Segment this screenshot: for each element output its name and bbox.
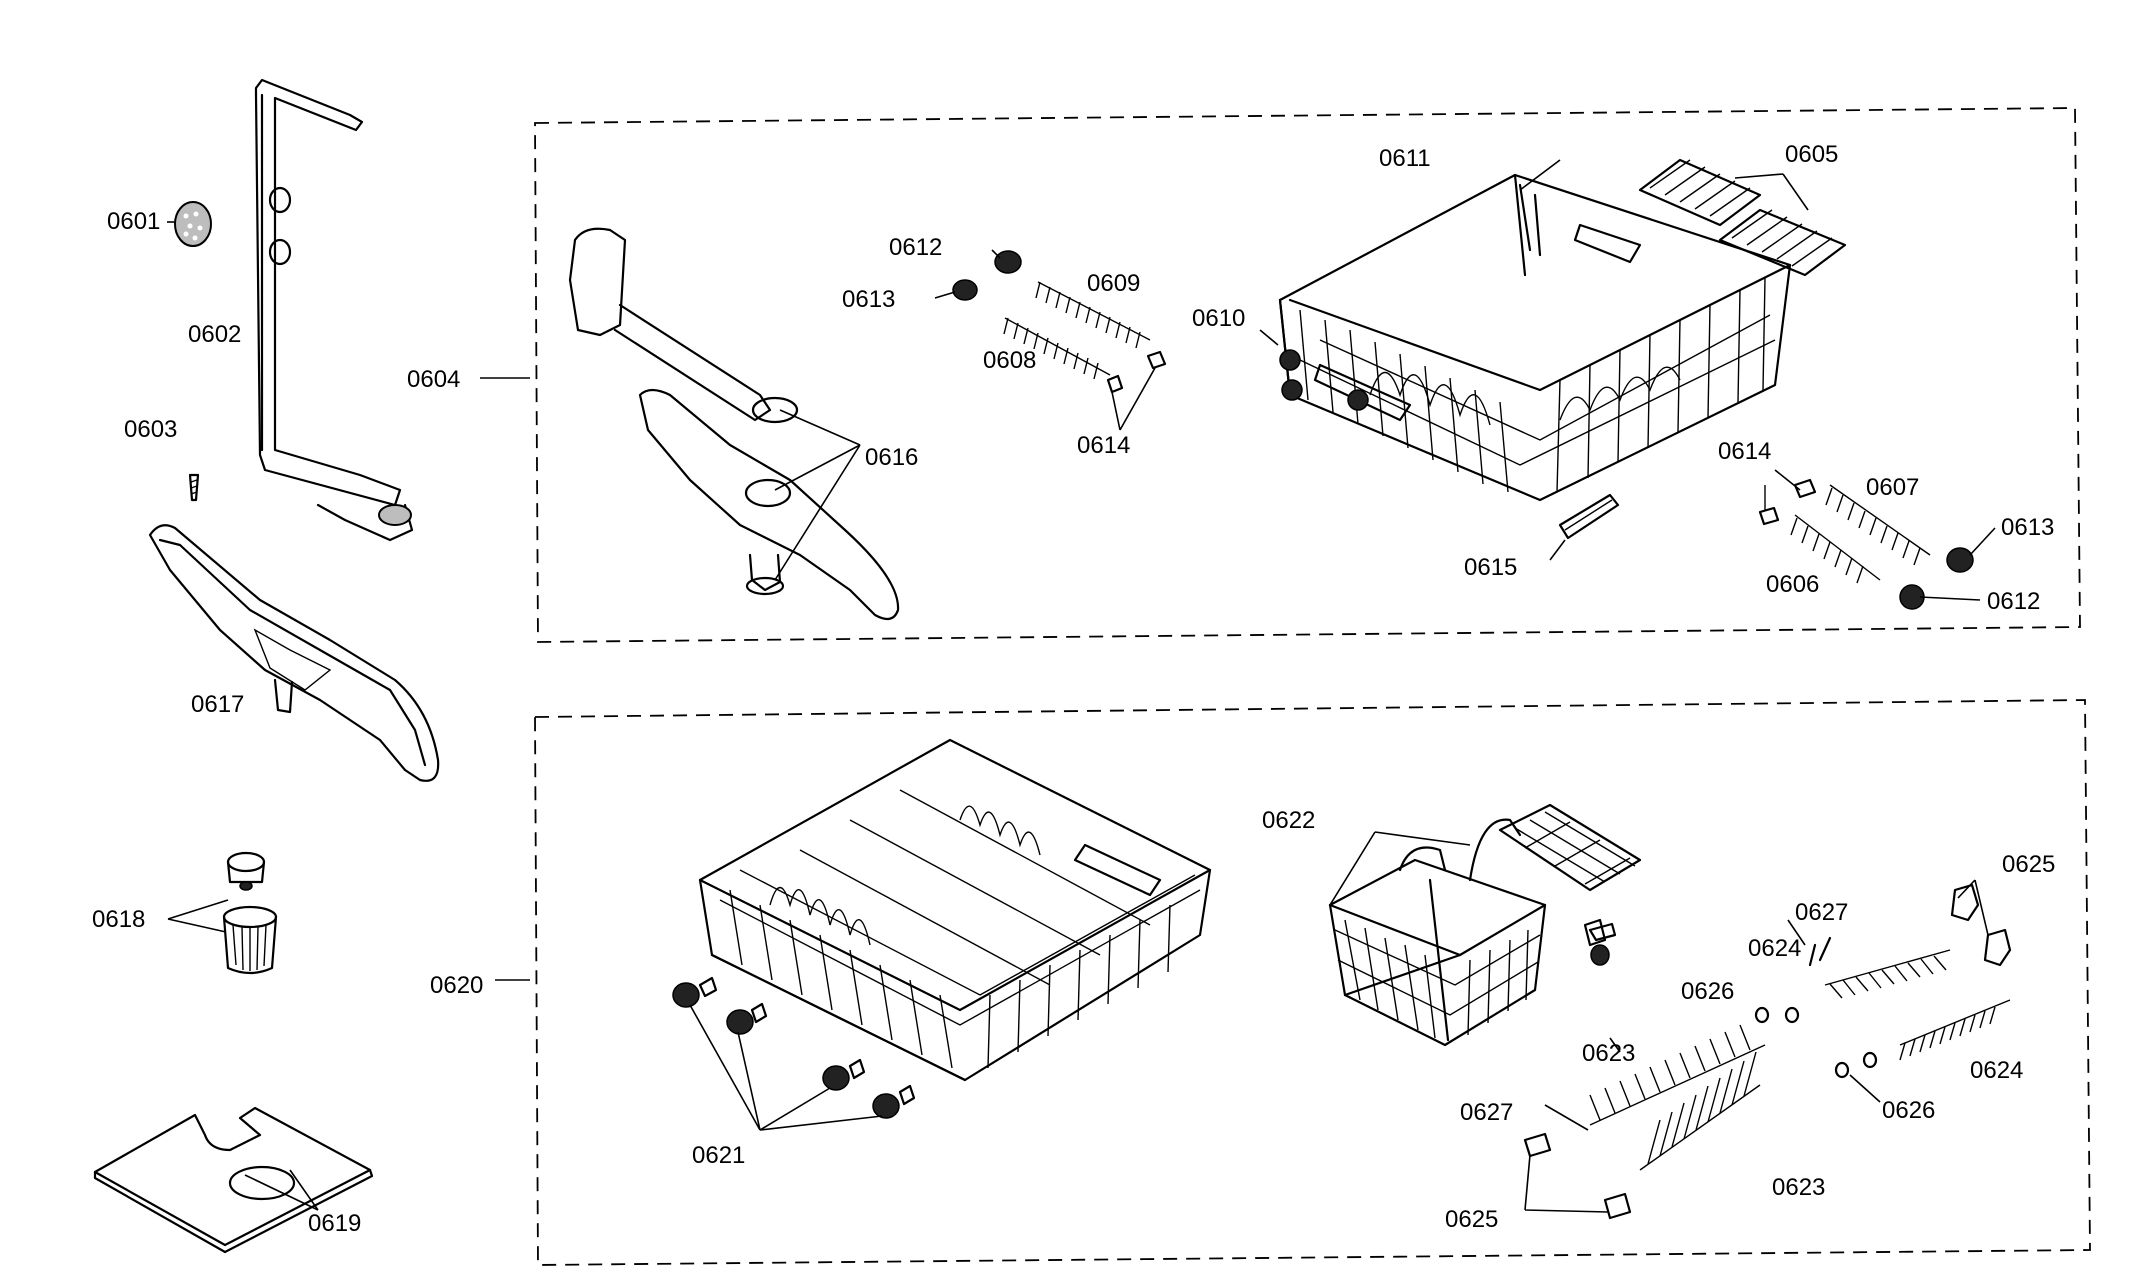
label-0612-right: 0612 xyxy=(1987,588,2040,615)
label-0617: 0617 xyxy=(191,691,244,718)
label-0615: 0615 xyxy=(1464,554,1517,581)
label-0606: 0606 xyxy=(1766,571,1819,598)
label-0623-lower: 0623 xyxy=(1772,1174,1825,1201)
part-0626-illustration xyxy=(1754,1006,1878,1079)
lower-rack-assembly-box xyxy=(534,699,2091,1266)
label-0612: 0612 xyxy=(889,234,942,261)
label-0627: 0627 xyxy=(1795,899,1848,926)
label-0622: 0622 xyxy=(1262,807,1315,834)
label-0614: 0614 xyxy=(1077,432,1130,459)
upper-rack-illustration xyxy=(1278,173,1792,502)
upper-rack-assembly-box xyxy=(534,107,2081,643)
label-0609: 0609 xyxy=(1087,270,1140,297)
part-0602-illustration xyxy=(254,78,414,542)
label-0616: 0616 xyxy=(865,444,918,471)
label-0608: 0608 xyxy=(983,347,1036,374)
part-0601-illustration xyxy=(174,201,212,247)
label-0603: 0603 xyxy=(124,416,177,443)
part-0624-upper-illustration xyxy=(1824,949,1951,999)
label-0626-lower: 0626 xyxy=(1882,1097,1935,1124)
label-0601: 0601 xyxy=(107,208,160,235)
part-0618-illustration xyxy=(222,851,278,975)
part-0612-0613-0614-upper-illustration xyxy=(952,250,1167,394)
part-0623-lower-tines-illustration xyxy=(1639,1051,1761,1171)
label-0613: 0613 xyxy=(842,286,895,313)
label-0624: 0624 xyxy=(1748,935,1801,962)
label-0605: 0605 xyxy=(1785,141,1838,168)
label-0625: 0625 xyxy=(2002,851,2055,878)
part-0603-illustration xyxy=(188,473,200,502)
label-0618: 0618 xyxy=(92,906,145,933)
label-0614-right: 0614 xyxy=(1718,438,1771,465)
part-0615-illustration xyxy=(1558,493,1620,540)
label-0602: 0602 xyxy=(188,321,241,348)
label-0613-right: 0613 xyxy=(2001,514,2054,541)
label-0626: 0626 xyxy=(1681,978,1734,1005)
label-0620: 0620 xyxy=(430,972,483,999)
part-0625-upper-illustration xyxy=(1950,883,2012,967)
label-0625-lower: 0625 xyxy=(1445,1206,1498,1233)
label-0624-lower: 0624 xyxy=(1970,1057,2023,1084)
label-0627-lower: 0627 xyxy=(1460,1099,1513,1126)
part-0619-illustration xyxy=(93,1106,374,1254)
lower-rack-illustration xyxy=(698,738,1212,1082)
part-0606-0607-0612-0613-right-illustration xyxy=(1758,478,1974,610)
label-0623: 0623 xyxy=(1582,1040,1635,1067)
part-0617-illustration xyxy=(148,524,440,782)
part-0624-lower-illustration xyxy=(1899,999,2011,1061)
label-0611: 0611 xyxy=(1379,145,1431,172)
part-0621-illustration xyxy=(672,976,916,1119)
label-0604: 0604 xyxy=(407,366,460,393)
part-0625-lower-illustration xyxy=(1523,1132,1632,1220)
part-0616-illustration xyxy=(568,227,900,621)
leader-lines xyxy=(167,159,1996,1213)
label-0619: 0619 xyxy=(308,1210,361,1237)
part-0623-0627-illustration xyxy=(1583,918,1832,967)
part-0605-illustration xyxy=(1638,158,1847,277)
part-0622-illustration xyxy=(1328,803,1642,1047)
part-labels: 0601 0602 0603 0604 0605 0606 0607 0608 … xyxy=(92,141,2055,1237)
label-0621: 0621 xyxy=(692,1142,745,1169)
label-0610: 0610 xyxy=(1192,305,1245,332)
label-0607: 0607 xyxy=(1866,474,1919,501)
part-0623-upper-tines-illustration xyxy=(1589,1024,1766,1126)
